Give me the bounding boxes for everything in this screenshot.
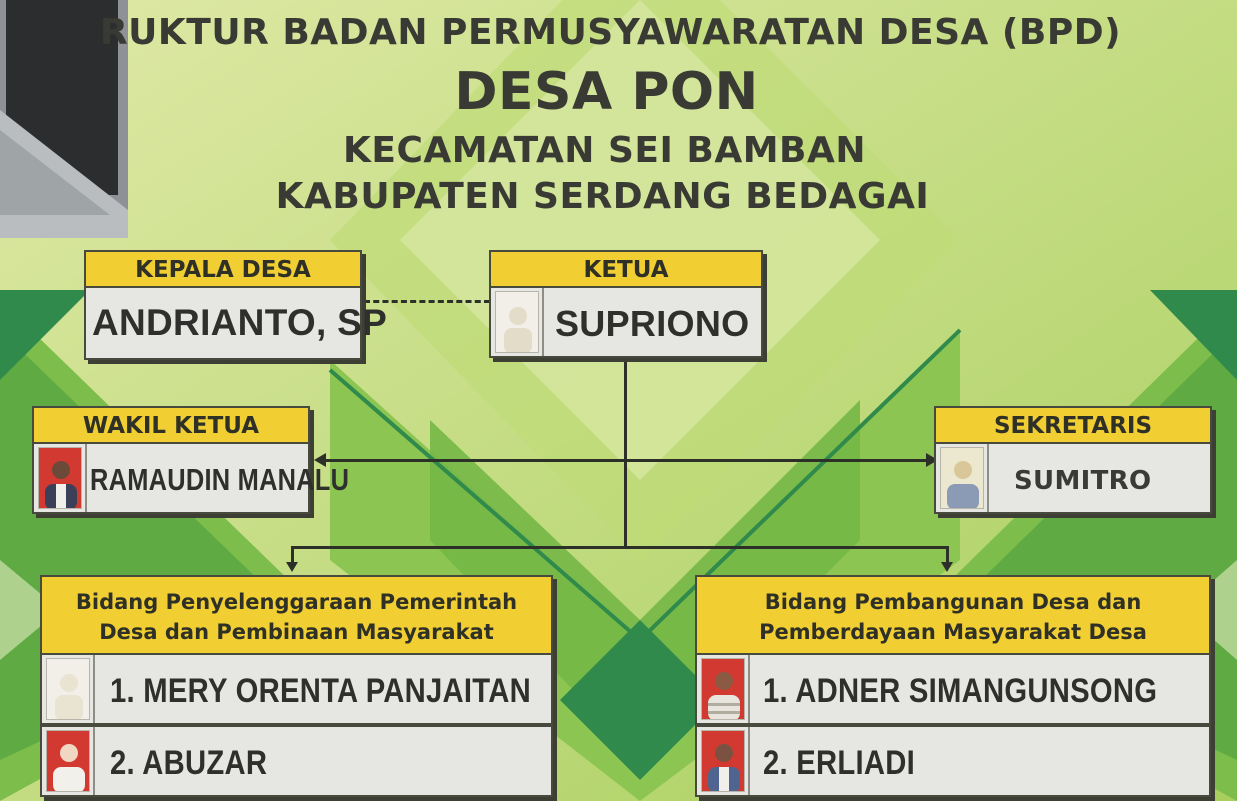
connector-vertical-main bbox=[624, 360, 627, 548]
member-name: 1. ADNER SIMANGUNSONG bbox=[763, 672, 1158, 710]
arrow-left-head bbox=[314, 453, 326, 467]
sekretaris-name-panel: SUMITRO bbox=[934, 444, 1212, 514]
speaker-device bbox=[0, 0, 128, 238]
bidang-pemerintahan-member-2: 2. ABUZAR bbox=[40, 725, 553, 797]
arrow-down-left-head bbox=[286, 562, 298, 572]
bidang-pembangunan-title-1: Bidang Pembangunan Desa dan bbox=[764, 590, 1142, 614]
title-line-4: KABUPATEN SERDANG BEDAGAI bbox=[275, 176, 930, 217]
ketua-header: KETUA bbox=[489, 250, 763, 288]
dashed-connector bbox=[364, 300, 490, 303]
wakil-ketua-name-panel: RAMAUDIN MANALU bbox=[32, 444, 349, 514]
bidang-pembangunan-header: Bidang Pembangunan Desa dan Pemberdayaan… bbox=[695, 575, 1211, 655]
member-name: 2. ABUZAR bbox=[110, 744, 268, 782]
connector-drop-right bbox=[946, 546, 949, 566]
kepala-desa-name: ANDRIANTO, SP bbox=[92, 302, 388, 343]
sekretaris-box: SEKRETARIS SUMITRO bbox=[934, 406, 1212, 514]
bidang-pembangunan-title-2: Pemberdayaan Masyarakat Desa bbox=[759, 620, 1147, 644]
member-name: 2. ERLIADI bbox=[763, 744, 916, 782]
kepala-desa-header: KEPALA DESA bbox=[84, 250, 362, 288]
bidang-pemerintahan-title-2: Desa dan Pembinaan Masyarakat bbox=[99, 620, 494, 644]
bidang-pembangunan-member-2: 2. ERLIADI bbox=[695, 725, 1211, 797]
connector-horizontal-bottom bbox=[292, 546, 948, 549]
wakil-ketua-photo bbox=[38, 447, 82, 509]
bidang-pembangunan-member-1: 1. ADNER SIMANGUNSONG bbox=[695, 655, 1211, 725]
title-line-1: RUKTUR BADAN PERMUSYAWARATAN DESA (BPD) bbox=[99, 12, 1122, 53]
member-photo bbox=[701, 730, 745, 792]
bidang-pemerintahan-box: Bidang Penyelenggaraan Pemerintah Desa d… bbox=[40, 575, 553, 797]
bidang-pemerintahan-header: Bidang Penyelenggaraan Pemerintah Desa d… bbox=[40, 575, 553, 655]
member-name: 1. MERY ORENTA PANJAITAN bbox=[110, 672, 532, 710]
bidang-pemerintahan-title-1: Bidang Penyelenggaraan Pemerintah bbox=[75, 590, 518, 614]
sekretaris-name: SUMITRO bbox=[1014, 466, 1152, 496]
wakil-ketua-name: RAMAUDIN MANALU bbox=[90, 462, 350, 497]
connector-drop-left bbox=[291, 546, 294, 566]
title-line-3: KECAMATAN SEI BAMBAN bbox=[343, 130, 866, 171]
ketua-name-panel: SUPRIONO bbox=[489, 288, 763, 358]
ketua-box: KETUA SUPRIONO bbox=[489, 250, 763, 358]
ketua-name: SUPRIONO bbox=[555, 303, 750, 344]
member-photo bbox=[46, 658, 90, 720]
connector-horizontal-mid bbox=[318, 459, 930, 462]
wakil-ketua-header: WAKIL KETUA bbox=[32, 406, 310, 444]
ketua-photo bbox=[495, 291, 539, 353]
member-photo bbox=[701, 658, 745, 720]
title-line-2: DESA PON bbox=[454, 62, 759, 122]
kepala-desa-name-panel: ANDRIANTO, SP bbox=[84, 288, 387, 360]
sekretaris-photo bbox=[940, 447, 984, 509]
sekretaris-header: SEKRETARIS bbox=[934, 406, 1212, 444]
member-photo bbox=[46, 730, 90, 792]
wakil-ketua-box: WAKIL KETUA RAMAUDIN MANALU bbox=[32, 406, 349, 514]
bidang-pembangunan-box: Bidang Pembangunan Desa dan Pemberdayaan… bbox=[695, 575, 1211, 797]
bidang-pemerintahan-member-1: 1. MERY ORENTA PANJAITAN bbox=[40, 655, 553, 725]
kepala-desa-box: KEPALA DESA ANDRIANTO, SP bbox=[84, 250, 387, 360]
arrow-down-right-head bbox=[941, 562, 953, 572]
